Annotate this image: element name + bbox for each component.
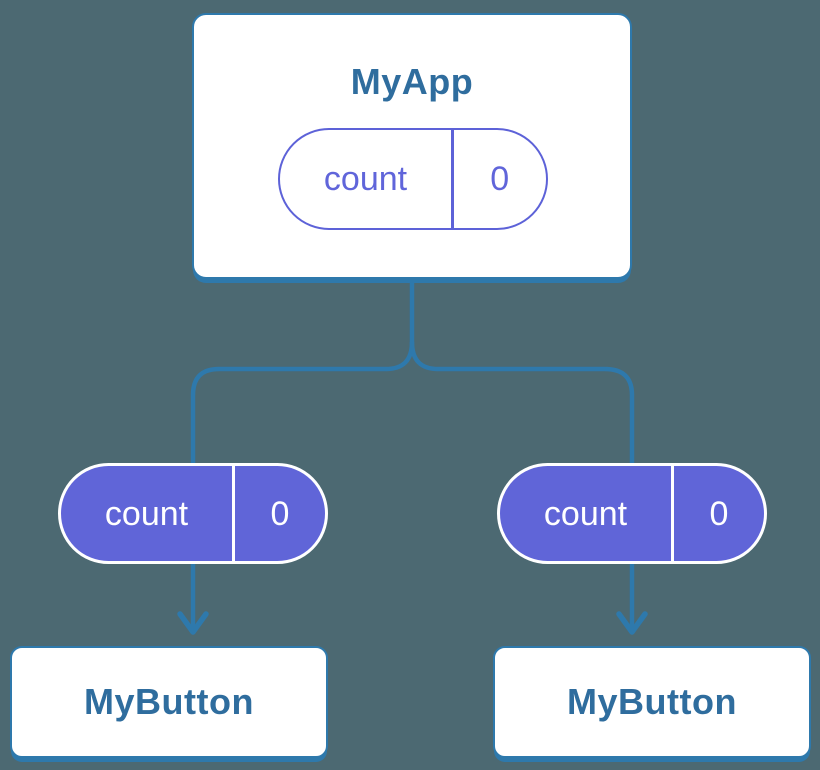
prop-pill-right: count 0 [497,463,767,564]
pill-divider [451,130,454,228]
branch-left-line [190,279,415,630]
prop-pill-name: count [543,494,628,533]
state-pill-name: count [323,160,408,198]
arrow-down-left-icon [177,611,209,635]
prop-pill-left: count 0 [58,463,328,564]
node-myapp: MyApp count 0 [192,13,632,279]
pill-divider [671,466,674,561]
prop-pill-value: 0 [709,494,729,533]
arrow-down-right-icon [616,611,648,635]
node-mybutton-right: MyButton [493,646,811,758]
prop-pill-name: count [104,494,189,533]
branch-right-line [409,341,635,630]
node-mybutton-left: MyButton [10,646,328,758]
pill-divider [232,466,235,561]
root-state-pill: count 0 [278,128,548,230]
node-mybutton-left-title: MyButton [84,681,254,722]
node-myapp-title: MyApp [350,61,474,102]
state-pill-value: 0 [490,160,510,198]
prop-pill-value: 0 [270,494,290,533]
node-mybutton-right-title: MyButton [567,681,737,722]
